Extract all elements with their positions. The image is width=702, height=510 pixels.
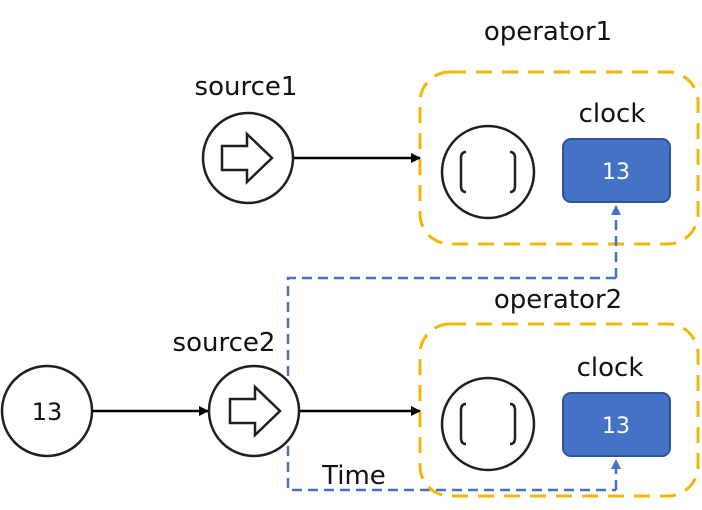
source2-node — [207, 364, 301, 458]
operator2-clock-label: clock — [577, 353, 644, 383]
operator2-label: operator2 — [494, 285, 622, 315]
operator1-clock-value: 13 — [602, 160, 630, 185]
operator1-box — [418, 70, 700, 246]
source2-label: source2 — [173, 328, 276, 358]
input-node-value: 13 — [32, 398, 63, 426]
brackets-icon — [459, 402, 517, 446]
operator2-box — [418, 322, 700, 498]
operator2-clock — [562, 392, 671, 457]
operator1-node — [440, 124, 536, 220]
operator1-clock-label: clock — [579, 99, 646, 129]
source1-node — [201, 111, 295, 205]
source1-label: source1 — [195, 72, 298, 102]
brackets-icon — [459, 150, 517, 194]
time-label: Time — [321, 461, 386, 491]
operator1-clock — [562, 138, 671, 203]
arrow-right-outline-icon — [220, 131, 274, 185]
operator1-label: operator1 — [484, 17, 612, 47]
operator2-clock-value: 13 — [602, 414, 630, 439]
arrow-right-outline-icon — [228, 384, 282, 438]
operator2-node — [440, 376, 536, 472]
